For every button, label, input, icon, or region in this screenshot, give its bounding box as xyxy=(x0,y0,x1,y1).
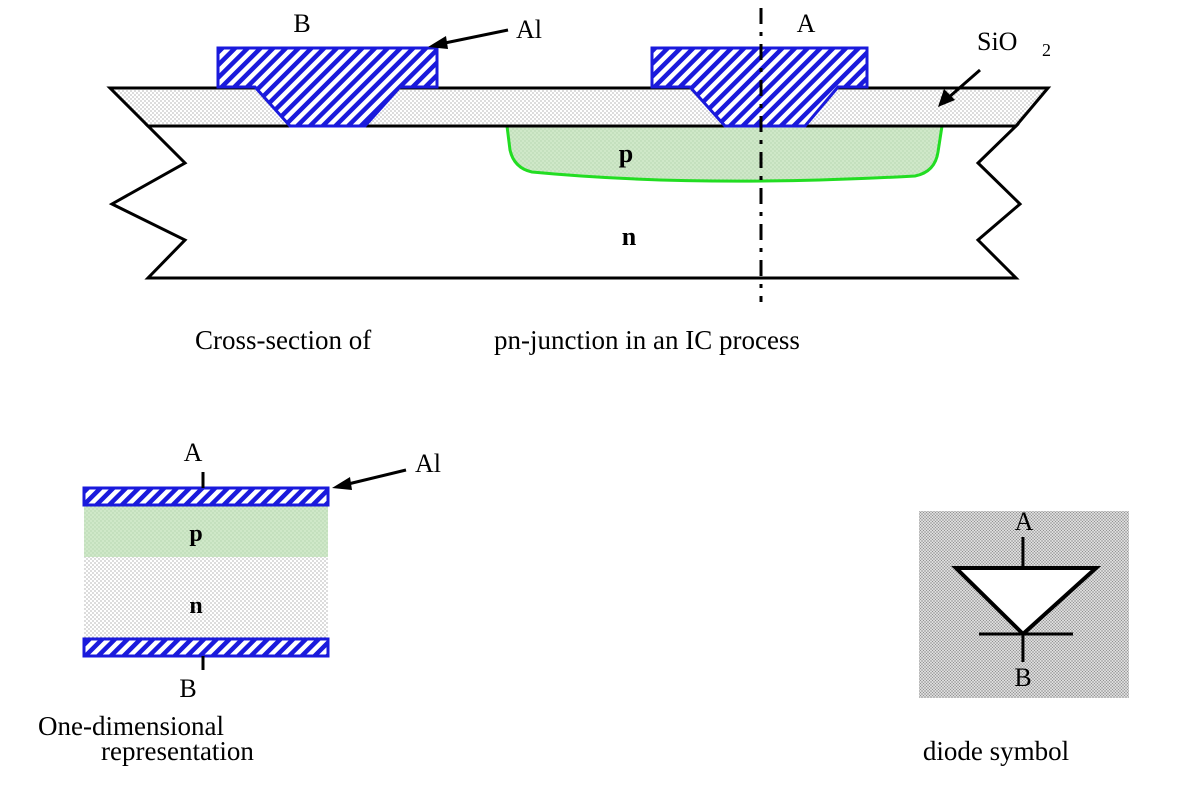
one-dim-label-p: p xyxy=(189,521,202,547)
label-n-region: n xyxy=(622,222,637,251)
one-dim-label-al: Al xyxy=(415,449,441,478)
label-terminal-b: B xyxy=(293,9,310,38)
one-dim-label-a: A xyxy=(184,438,203,467)
sio2-pointer-arrow xyxy=(938,68,981,107)
label-al: Al xyxy=(516,15,542,44)
diode-triangle xyxy=(951,566,1102,637)
one-dim-p-region xyxy=(84,505,328,557)
label-sio2: SiO xyxy=(977,27,1017,56)
one-dim-n-region xyxy=(84,557,328,639)
one-dimensional-representation: A B Al p n One-dimensional representatio… xyxy=(38,438,441,766)
diode-caption: diode symbol xyxy=(923,736,1069,766)
label-p-region: p xyxy=(619,139,633,168)
diode-label-b: B xyxy=(1014,663,1031,692)
sio2-layer xyxy=(106,86,1052,128)
diode-label-a: A xyxy=(1015,507,1034,536)
label-sio2-subscript: 2 xyxy=(1042,40,1051,60)
one-dim-caption-line2: representation xyxy=(101,736,254,766)
one-dim-caption-line1: One-dimensional xyxy=(38,711,224,741)
cross-section: B A Al SiO 2 p n Cross-section of pn-jun… xyxy=(106,8,1052,355)
p-region xyxy=(505,124,944,183)
one-dim-label-n: n xyxy=(189,593,202,619)
one-dim-al-top xyxy=(82,486,330,507)
diode-symbol: A B diode symbol xyxy=(919,507,1129,766)
al-pointer-arrow xyxy=(428,28,509,49)
one-dim-label-b: B xyxy=(179,674,196,703)
one-dim-al-bottom xyxy=(82,637,330,658)
al-contact-b xyxy=(216,46,439,128)
caption-left: Cross-section of xyxy=(195,325,371,355)
one-dim-al-pointer-arrow xyxy=(332,468,407,490)
label-terminal-a: A xyxy=(797,9,816,38)
caption-right: pn-junction in an IC process xyxy=(494,325,800,355)
